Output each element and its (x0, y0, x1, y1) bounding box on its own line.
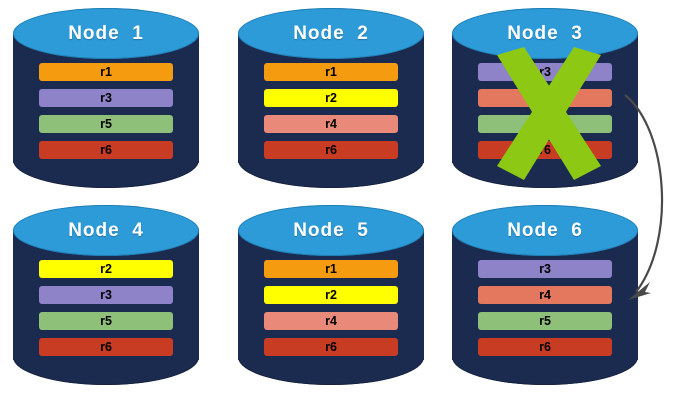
node-5-shard-r1[interactable]: r1 (264, 260, 398, 278)
node-2-cylinder-top (238, 8, 424, 59)
node-1-shard-r6[interactable]: r6 (39, 141, 173, 159)
node-1-shard-stack: r1 r3 r5 r6 (39, 63, 173, 159)
node-2-shard-stack: r1 r2 r4 r6 (264, 63, 398, 159)
node-6-shard-r4[interactable]: r4 (478, 286, 612, 304)
node-3-shard-r5[interactable]: r5 (478, 115, 612, 133)
node-2[interactable]: Node 2 r1 r2 r4 r6 (238, 8, 424, 188)
node-6[interactable]: Node 6 r3 r4 r5 r6 (452, 205, 638, 385)
node-3-shard-r3[interactable]: r3 (478, 63, 612, 81)
node-6-shard-r5[interactable]: r5 (478, 312, 612, 330)
node-4-shard-r3[interactable]: r3 (39, 286, 173, 304)
node-1[interactable]: Node 1 r1 r3 r5 r6 (13, 8, 199, 188)
node-6-shard-r6[interactable]: r6 (478, 338, 612, 356)
node-3-shard-stack: r3 r4 r5 r6 (478, 63, 612, 159)
node-5-shard-r2[interactable]: r2 (264, 286, 398, 304)
node-4-shard-stack: r2 r3 r5 r6 (39, 260, 173, 356)
node-2-shard-r2[interactable]: r2 (264, 89, 398, 107)
node-5-shard-r6[interactable]: r6 (264, 338, 398, 356)
node-4-shard-r6[interactable]: r6 (39, 338, 173, 356)
node-3[interactable]: Node 3 r3 r4 r5 r6 (452, 8, 638, 188)
node-2-shard-r1[interactable]: r1 (264, 63, 398, 81)
node-3-shard-r6[interactable]: r6 (478, 141, 612, 159)
node-2-shard-r6[interactable]: r6 (264, 141, 398, 159)
node-4-shard-r2[interactable]: r2 (39, 260, 173, 278)
node-6-shard-r3[interactable]: r3 (478, 260, 612, 278)
node-2-shard-r4[interactable]: r4 (264, 115, 398, 133)
node-3-shard-r4[interactable]: r4 (478, 89, 612, 107)
node-4-shard-r5[interactable]: r5 (39, 312, 173, 330)
node-6-shard-stack: r3 r4 r5 r6 (478, 260, 612, 356)
node-5-shard-r4[interactable]: r4 (264, 312, 398, 330)
node-1-shard-r5[interactable]: r5 (39, 115, 173, 133)
node-4-cylinder-top (13, 205, 199, 256)
node-1-cylinder-top (13, 8, 199, 59)
node-1-shard-r3[interactable]: r3 (39, 89, 173, 107)
node-5-cylinder-top (238, 205, 424, 256)
node-3-cylinder-top (452, 8, 638, 59)
node-6-cylinder-top (452, 205, 638, 256)
node-5[interactable]: Node 5 r1 r2 r4 r6 (238, 205, 424, 385)
node-1-shard-r1[interactable]: r1 (39, 63, 173, 81)
node-4[interactable]: Node 4 r2 r3 r5 r6 (13, 205, 199, 385)
node-5-shard-stack: r1 r2 r4 r6 (264, 260, 398, 356)
